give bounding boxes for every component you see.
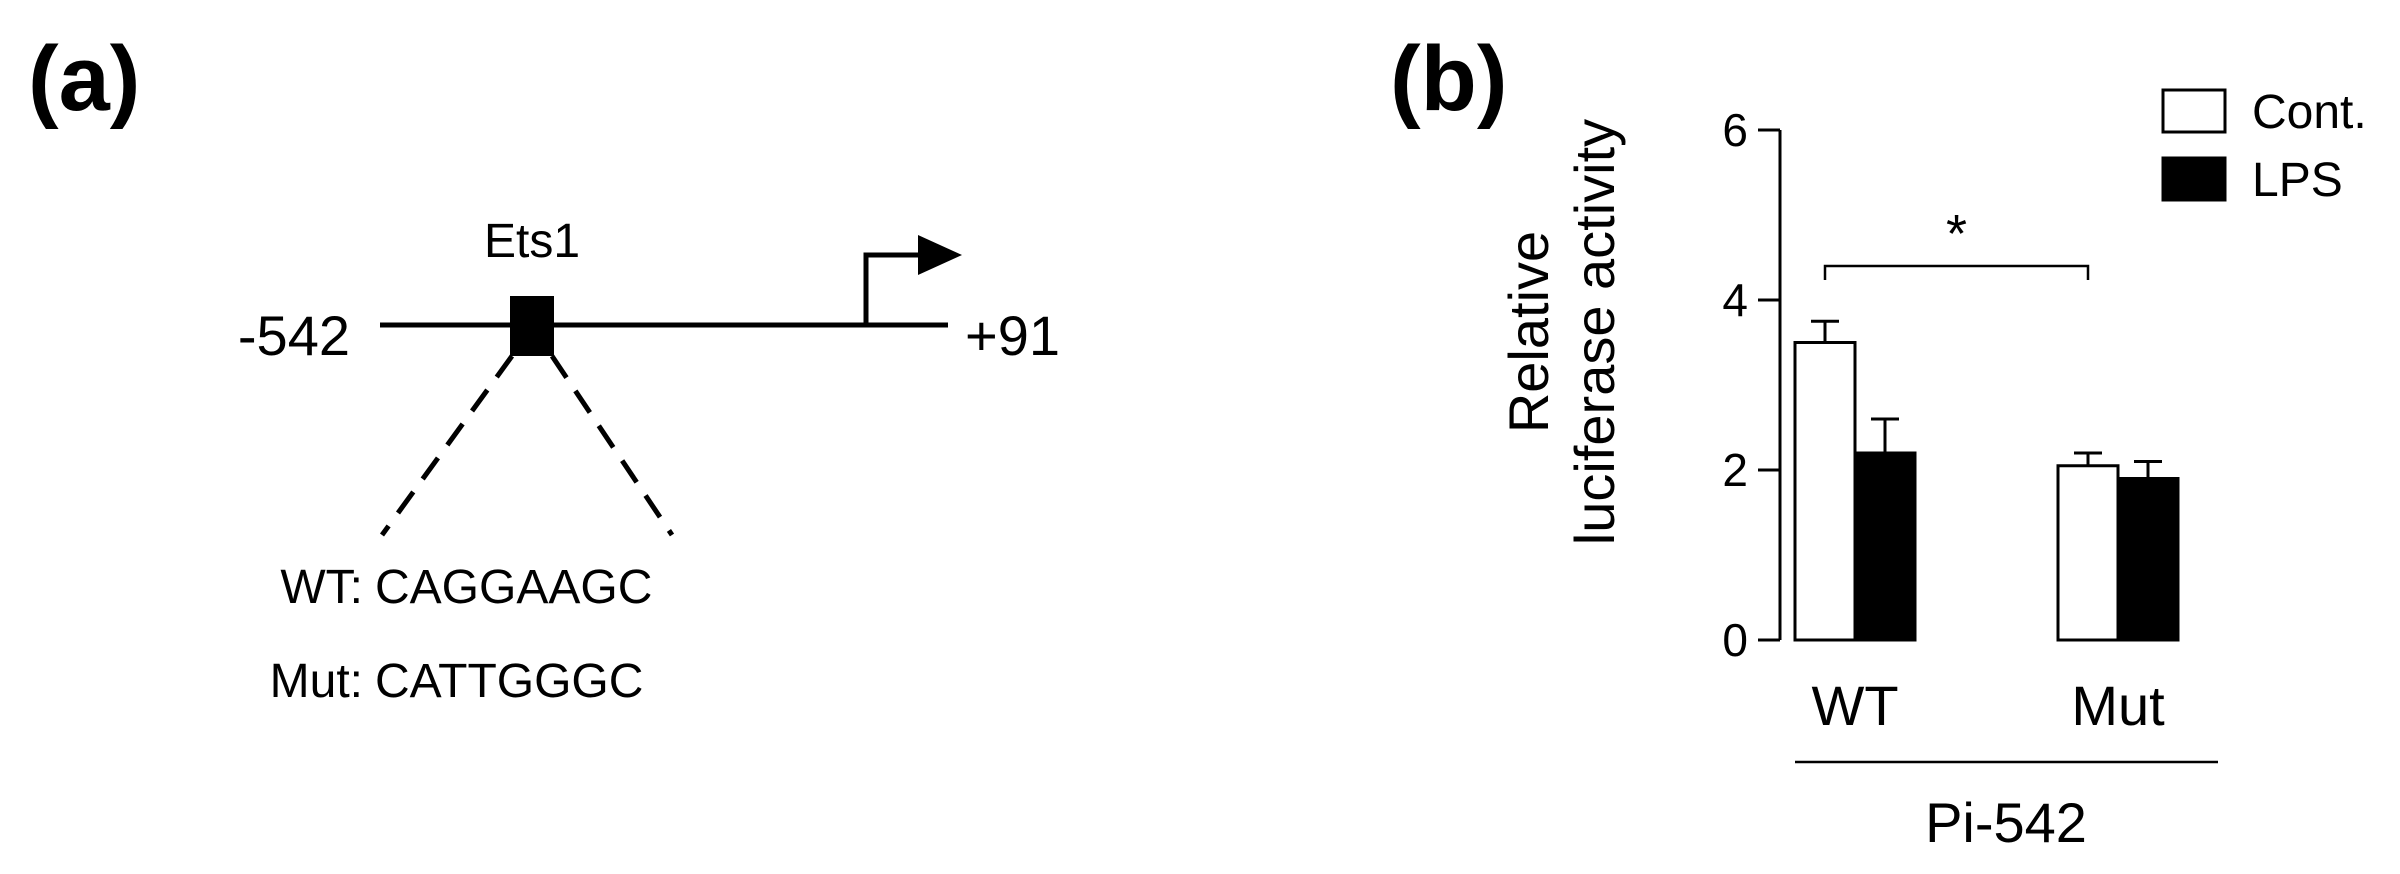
legend-label-lps: LPS bbox=[2252, 154, 2343, 207]
panel-a-label: (a) bbox=[28, 28, 140, 130]
x-category-label: WT bbox=[1811, 674, 1898, 737]
bar-wt-lps bbox=[1853, 451, 1917, 642]
y-tick-label: 4 bbox=[1722, 274, 1748, 326]
y-tick-label: 2 bbox=[1722, 444, 1748, 496]
zoom-line-right bbox=[549, 354, 675, 537]
tss-arrowhead bbox=[918, 235, 962, 275]
x-category-label: Mut bbox=[2071, 674, 2165, 737]
panel-b-label: (b) bbox=[1390, 28, 1507, 130]
promoter-end-coord: +91 bbox=[965, 304, 1060, 367]
mut-sequence: CATTGGGC bbox=[375, 655, 643, 708]
wt-sequence: CAGGAAGC bbox=[375, 561, 652, 614]
bar-mut-lps bbox=[2116, 477, 2180, 642]
bar-wt-cont bbox=[1793, 341, 1857, 642]
bar-mut-cont bbox=[2056, 464, 2120, 642]
y-tick-label: 6 bbox=[1722, 104, 1748, 156]
plot-area: 0 2 4 6WT Mut * bbox=[1722, 104, 2180, 737]
promoter-start-coord: -542 bbox=[238, 304, 350, 367]
legend-swatch-cont bbox=[2161, 88, 2227, 134]
tss-arrow bbox=[863, 252, 922, 325]
legend-label-cont: Cont. bbox=[2252, 86, 2367, 139]
y-tick-label: 0 bbox=[1722, 614, 1748, 666]
group-label: Pi-542 bbox=[1925, 791, 2087, 854]
ets1-binding-box bbox=[510, 296, 554, 356]
y-axis-title-line1: Relative bbox=[1497, 231, 1560, 433]
legend-swatch-lps bbox=[2161, 156, 2227, 202]
mut-label: Mut: bbox=[270, 655, 363, 708]
significance-star: * bbox=[1946, 204, 1967, 264]
y-axis-title-line2: luciferase activity bbox=[1563, 119, 1626, 545]
ets1-label: Ets1 bbox=[484, 215, 580, 268]
significance-bracket bbox=[1823, 264, 2090, 280]
zoom-line-left bbox=[379, 354, 515, 537]
wt-label: WT: bbox=[280, 561, 363, 614]
